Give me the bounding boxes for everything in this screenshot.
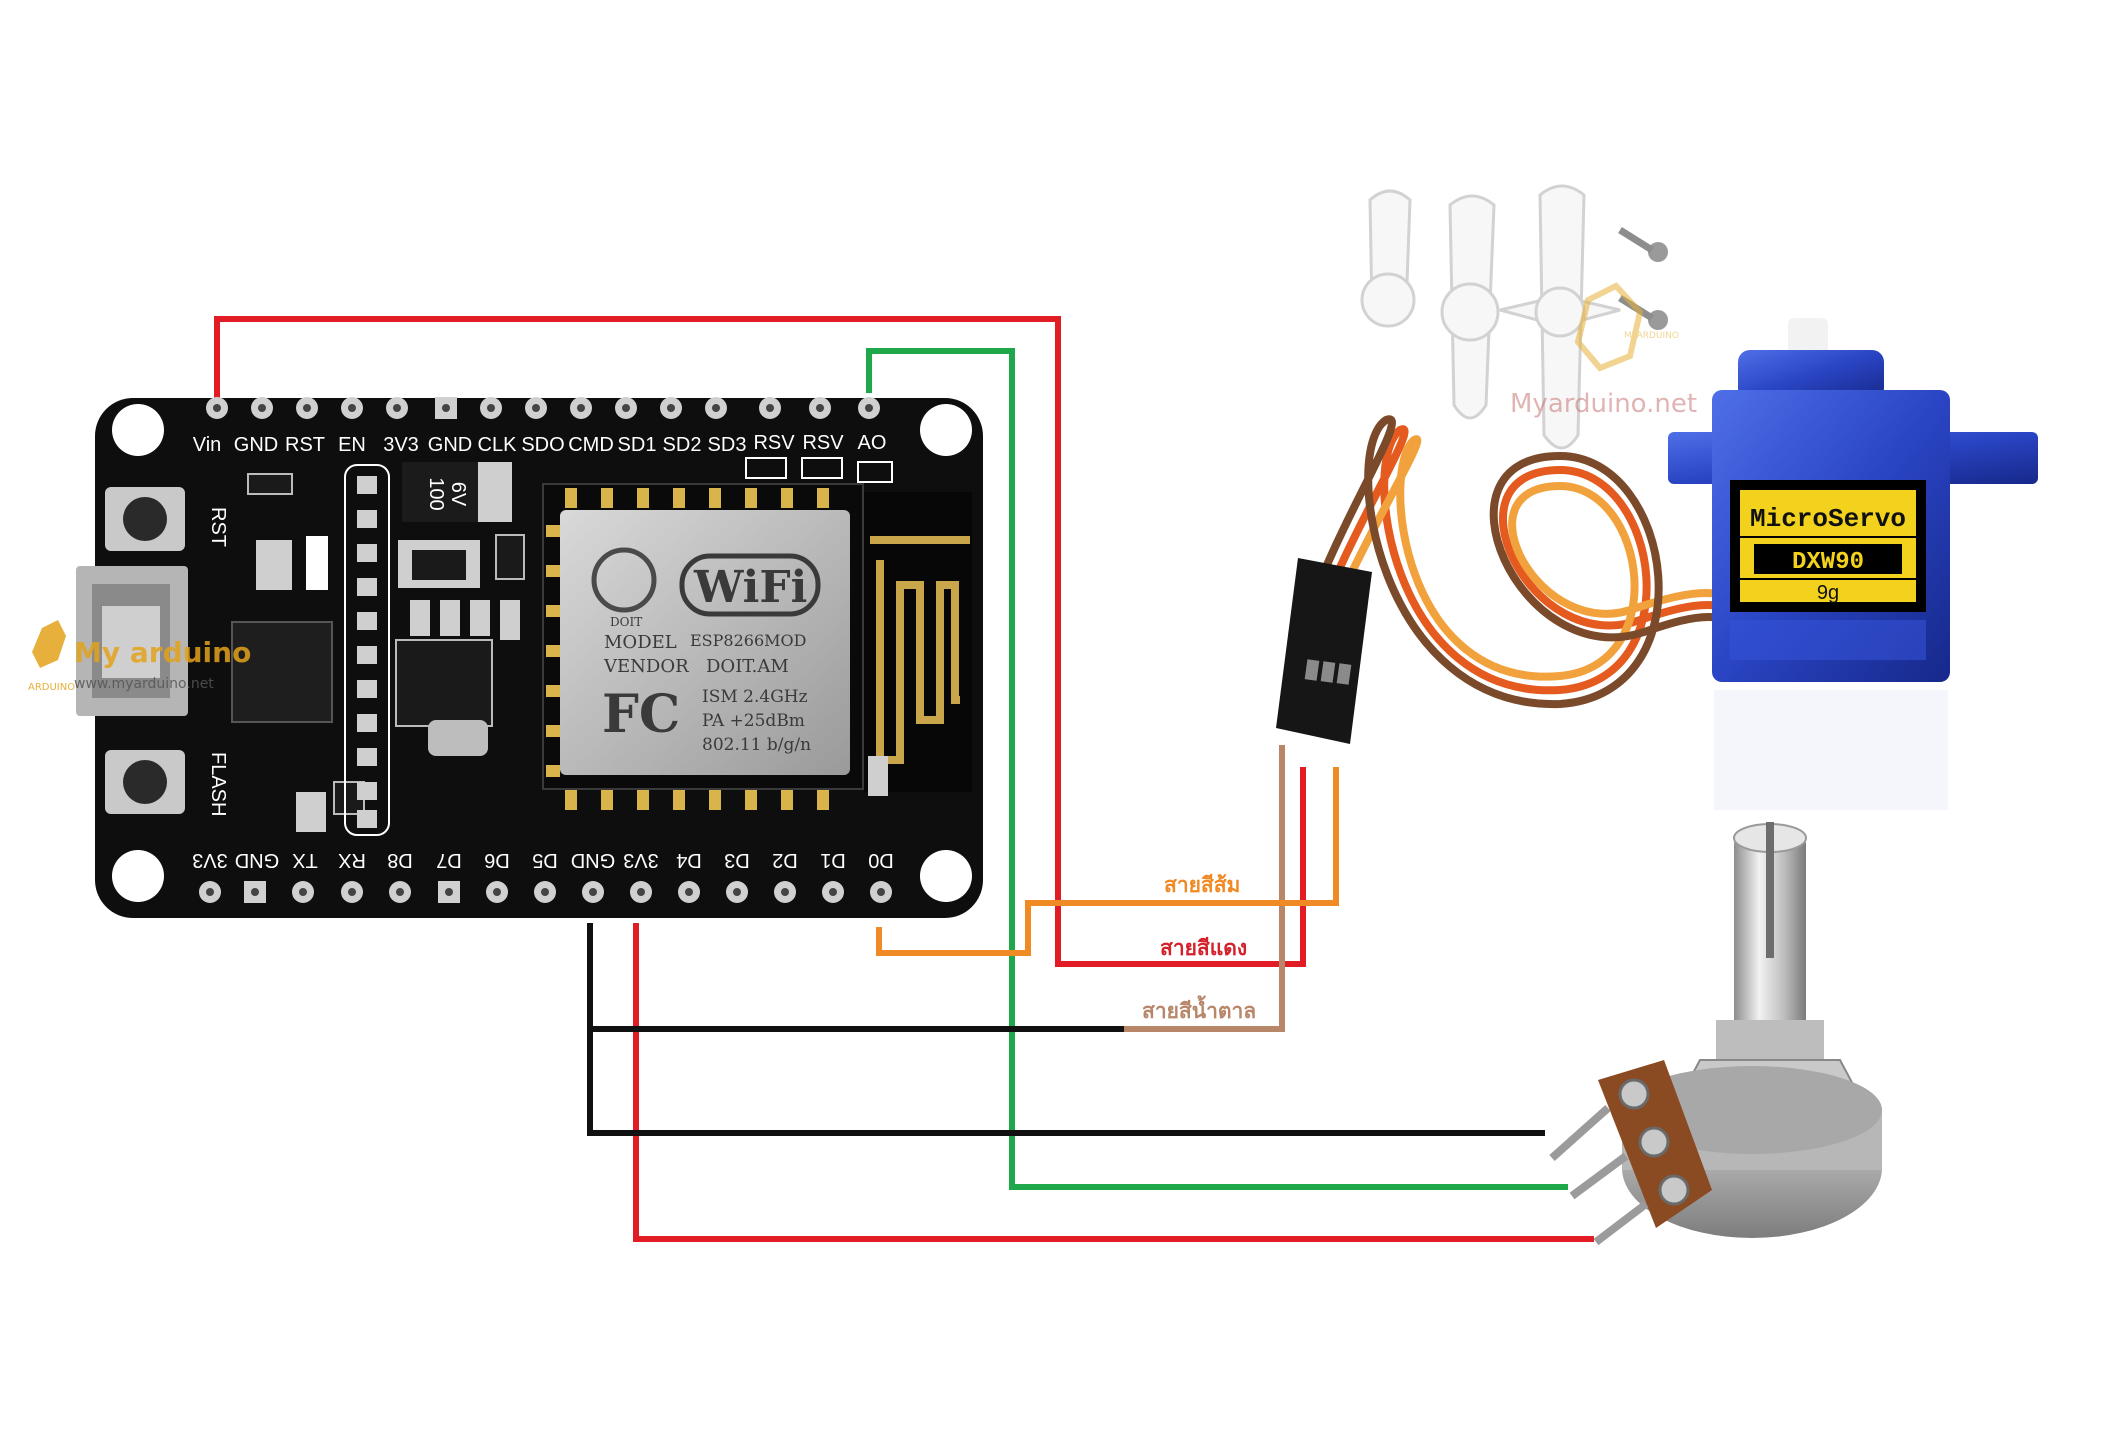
wire-green-a0 <box>866 348 1568 1190</box>
pin-label: 3V3 <box>383 434 419 456</box>
pin-label: TX <box>292 849 318 871</box>
voltage-regulator <box>395 534 525 756</box>
svg-text:802.11 b/g/n: 802.11 b/g/n <box>702 735 811 755</box>
pin-label: D7 <box>436 849 462 871</box>
mounting-hole <box>920 850 972 902</box>
pin-label: SD1 <box>618 434 657 456</box>
svg-text:VENDOR: VENDOR <box>603 656 689 677</box>
wire-black-gnd-pot <box>587 923 1545 1136</box>
label-red-wire: สายสีแดง <box>1160 936 1247 960</box>
svg-text:RST: RST <box>207 507 229 547</box>
wire-brown-servo <box>1124 745 1285 1032</box>
mounting-hole <box>112 404 164 456</box>
pin-label: RX <box>338 849 366 871</box>
label-brown-wire: สายสีน้ำตาล <box>1142 995 1256 1023</box>
pin-label: D4 <box>676 849 702 871</box>
svg-text:PA +25dBm: PA +25dBm <box>702 711 805 731</box>
capacitor: 6V 100 <box>402 462 512 522</box>
esp8266-module: DOIT WiFi MODEL ESP8266MOD VENDOR DOIT.A… <box>542 483 864 810</box>
servo-cable <box>1320 415 1764 709</box>
pin-label: D3 <box>724 849 750 871</box>
site-watermark: MYARDUINO Myarduino.net <box>1510 282 1697 419</box>
pin-label: RSV <box>753 432 795 454</box>
svg-text:ARDUINO: ARDUINO <box>28 682 75 693</box>
bottom-header <box>199 881 892 903</box>
potentiometer <box>1549 822 1882 1246</box>
mounting-hole <box>920 404 972 456</box>
svg-text:ISM 2.4GHz: ISM 2.4GHz <box>702 687 808 707</box>
pin-label: D2 <box>772 849 798 871</box>
svg-text:WiFi: WiFi <box>693 562 807 613</box>
pin-label: EN <box>338 434 366 456</box>
wire-red-vin <box>214 316 1306 967</box>
pin-label: GND <box>235 849 279 871</box>
pin-label: SD3 <box>708 434 747 456</box>
svg-text:FC: FC <box>602 684 680 745</box>
svg-text:www.myarduino.net: www.myarduino.net <box>74 676 214 692</box>
label-orange-wire: สายสีส้ม <box>1164 873 1240 897</box>
wire-orange-d0 <box>876 767 1339 956</box>
pin-label: D0 <box>868 849 894 871</box>
servo-brand: MicroServo <box>1750 504 1906 534</box>
doit-logo <box>591 547 657 613</box>
servo-model: DXW90 <box>1792 549 1864 576</box>
wire-red-3v3 <box>633 923 1594 1242</box>
pin-label: Vin <box>193 434 222 456</box>
pin-label: GND <box>428 434 472 456</box>
screws <box>1618 227 1668 330</box>
wires <box>214 316 1594 1242</box>
wifi-logo: WiFi <box>679 553 821 617</box>
mounting-hole <box>112 850 164 902</box>
nodemcu-board: Vin GND RST EN 3V3 GND CLK SDO CMD SD1 S… <box>76 397 983 918</box>
pin-label: D5 <box>532 849 558 871</box>
pad-column <box>344 464 390 836</box>
myarduino-logo-icon <box>1574 282 1644 372</box>
pin-label: GND <box>571 849 615 871</box>
top-pin-labels: Vin GND RST EN 3V3 GND CLK SDO CMD SD1 S… <box>193 432 887 456</box>
svg-text:MYARDUINO: MYARDUINO <box>1624 331 1679 341</box>
svg-text:DOIT: DOIT <box>610 615 642 629</box>
usb-port <box>76 566 188 716</box>
pin-label: SDO <box>521 434 564 456</box>
svg-text:100: 100 <box>425 477 447 510</box>
svg-text:MODEL: MODEL <box>604 632 677 653</box>
bottom-pin-labels: 3V3 GND TX RX D8 D7 D6 D5 GND 3V3 D4 D3 … <box>192 849 894 871</box>
pin-label: CLK <box>478 434 518 456</box>
pin-label: RST <box>285 434 325 456</box>
myarduino-watermark: My arduino www.myarduino.net ARDUINO <box>28 620 251 693</box>
servo-weight: 9g <box>1817 582 1839 604</box>
servo-connector <box>1276 558 1372 744</box>
pin-label: AO <box>858 432 887 454</box>
svg-text:DOIT.AM: DOIT.AM <box>706 656 789 677</box>
pin-label: CMD <box>568 434 614 456</box>
svg-text:ESP8266MOD: ESP8266MOD <box>690 631 806 650</box>
pin-label: D8 <box>387 849 413 871</box>
usb-serial-chip <box>231 621 333 723</box>
svg-text:My arduino: My arduino <box>74 636 251 669</box>
svg-text:Myarduino.net: Myarduino.net <box>1510 389 1697 419</box>
pin-label: 3V3 <box>192 849 228 871</box>
pin-label: GND <box>234 434 278 456</box>
pin-label: 3V3 <box>623 849 659 871</box>
top-header <box>206 397 880 419</box>
rst-button: RST <box>105 487 229 551</box>
myarduino-logo-icon <box>32 620 66 668</box>
pin-label: D1 <box>820 849 846 871</box>
flash-button: FLASH <box>105 750 229 816</box>
micro-servo: MicroServo DXW90 9g <box>1668 318 2038 810</box>
pin-label: SD2 <box>663 434 702 456</box>
svg-text:FLASH: FLASH <box>207 752 229 816</box>
pin-label: D6 <box>484 849 510 871</box>
pin-label: RSV <box>802 432 844 454</box>
svg-text:6V: 6V <box>447 482 469 507</box>
pcb-antenna <box>864 492 972 796</box>
